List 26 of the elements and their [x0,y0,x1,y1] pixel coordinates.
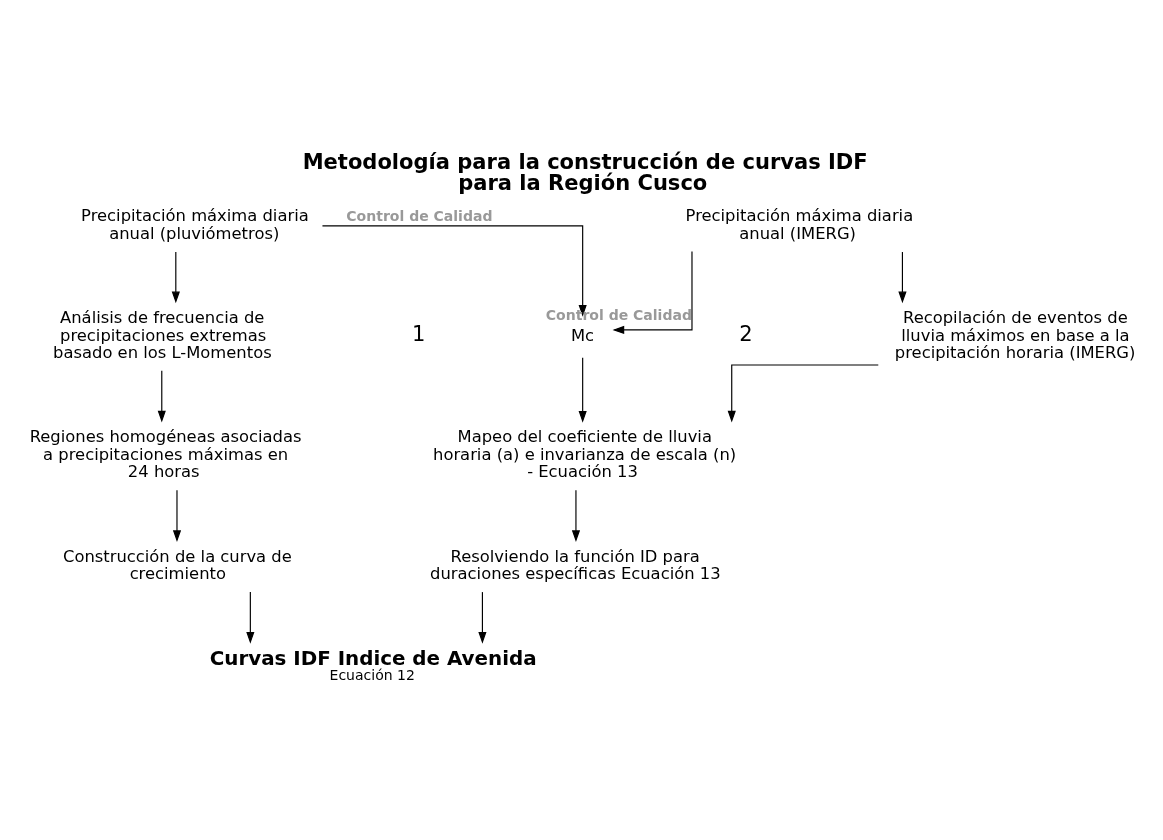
edge-label: Control de Calidad [346,207,493,224]
label: 2 [739,320,753,346]
node-text: Precipitación máxima diaria anual (pluviómetros) [81,205,309,243]
node-text: Análisis de frecuencia de precipitaciones extremas basado en los L-Momentos [53,307,272,362]
node-text: Regiones homogéneas asociadas a precipitaciones máximas en 24 horas [29,426,302,481]
arrow [171,250,180,303]
diagram-title: Metodología para la construcción de curvas IDF para la Región Cusco [302,148,868,195]
arrow [246,591,255,644]
node-text: Mc [570,325,595,345]
node-text: Precipitación máxima diaria anual (IMERG) [685,205,914,243]
arrow [157,369,166,423]
arrow [478,591,487,644]
node-text: Curvas IDF Indice de Avenida Ecuación 12 [209,646,537,683]
node-text: Construcción de la curva de crecimiento [62,546,292,583]
arrow [612,250,693,334]
arrow [898,250,907,303]
node-text: Resolviendo la función ID para duraciones específicas Ecuación 13 [430,546,721,583]
edge-label: Control de Calidad [545,306,692,323]
label: 1 [411,320,426,346]
arrow [571,489,581,542]
node-text: Mapeo del coeficiente de lluvia horaria (a) e invarianza de escala (n) - Ecuación 13 [433,426,737,481]
arrow [172,489,182,542]
arrow [727,363,879,423]
arrow [321,224,587,317]
node-text: Recopilación de eventos de lluvia máximos en base a la precipitación horaria (IMERG) [894,307,1136,362]
arrow [578,356,587,423]
